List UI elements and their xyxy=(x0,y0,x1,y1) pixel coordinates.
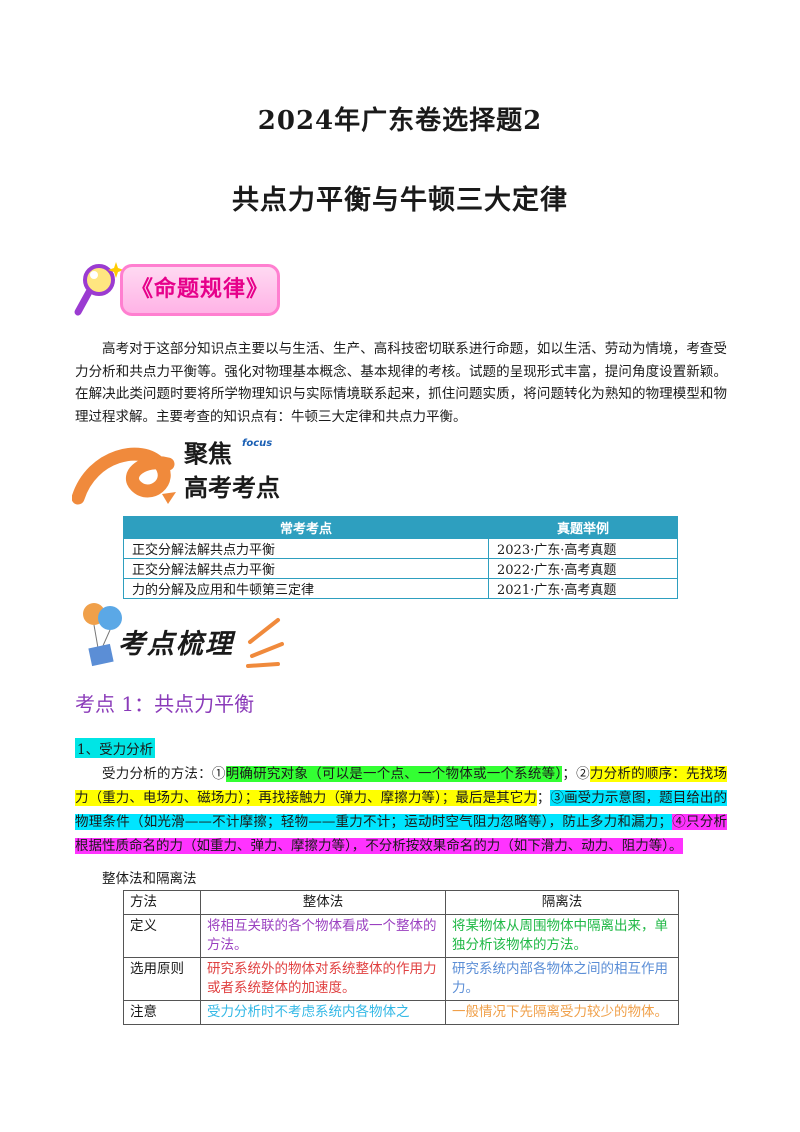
text-run: ； xyxy=(658,814,673,830)
section-heading: 考点 1：共点力平衡 xyxy=(75,692,255,716)
table-row: 力的分解及应用和牛顿第三定律 2021·广东·高考真题 xyxy=(123,578,678,599)
table-cell: 2022·广东·高考真题 xyxy=(488,558,678,579)
banner-focus-line2: 高考考点 xyxy=(184,474,280,502)
swirl-arrow-icon xyxy=(72,447,176,505)
intro-paragraph: 高考对于这部分知识点主要以与生活、生产、高科技密切联系进行命题，如以生活、劳动为… xyxy=(75,341,727,425)
isolation-method-cell: 将某物体从周围物体中隔离出来，单独分析该物体的方法。 xyxy=(445,914,679,958)
banner-rule-label: 《命题规律》 xyxy=(130,277,269,302)
doc-subtitle: 共点力平衡与牛顿三大定律 xyxy=(232,185,568,216)
row-label: 注意 xyxy=(123,1000,201,1025)
table-cell: 2023·广东·高考真题 xyxy=(488,538,678,559)
table-cell: 正交分解法解共点力平衡 xyxy=(123,538,489,559)
table-cell: 正交分解法解共点力平衡 xyxy=(123,558,489,579)
text-run: 受力分析的方法：① xyxy=(102,766,226,782)
table-row: 定义 将相互关联的各个物体看成一个整体的方法。 将某物体从周围物体中隔离出来，单… xyxy=(123,914,679,958)
table-cell: 力的分解及应用和牛顿第三定律 xyxy=(123,578,489,599)
doc-title: 2024年广东卷选择题2 xyxy=(257,106,543,136)
table-row: 正交分解法解共点力平衡 2023·广东·高考真题 xyxy=(123,538,678,559)
key-points-header: 常考考点 xyxy=(123,516,489,539)
banner-rule-box xyxy=(120,264,280,316)
magnifier-icon xyxy=(74,262,124,316)
key-points-header: 真题举例 xyxy=(488,516,678,539)
banner-rule: 《命题规律》 xyxy=(72,258,287,324)
whole-method-cell: 受力分析时不考虑系统内各物体之 xyxy=(200,1000,446,1025)
banner-sort-label: 考点梳理 xyxy=(118,629,234,660)
force-analysis-paragraph: 受力分析的方法：①明确研究对象（可以是一个点、一个物体或一个系统等）；②力分析的… xyxy=(75,762,728,858)
banner-focus-tag: focus xyxy=(242,438,273,449)
banner-sort: 考点梳理 xyxy=(72,600,287,672)
table-cell: 2021·广东·高考真题 xyxy=(488,578,678,599)
sub-heading-force-analysis: 1、受力分析 xyxy=(75,738,156,758)
method-header: 整体法 xyxy=(200,890,446,915)
isolation-method-cell: 研究系统内部各物体之间的相互作用力。 xyxy=(445,957,679,1001)
text-run: ；② xyxy=(562,766,590,782)
table-row: 选用原则 研究系统外的物体对系统整体的作用力或者系统整体的加速度。 研究系统内部… xyxy=(123,957,679,1001)
key-points-table: 常考考点 真题举例 正交分解法解共点力平衡 2023·广东·高考真题 正交分解法… xyxy=(123,516,678,599)
method-header: 方法 xyxy=(123,890,201,915)
key-points-header-row: 常考考点 真题举例 xyxy=(123,516,678,539)
isolation-method-cell: 一般情况下先隔离受力较少的物体。 xyxy=(445,1000,679,1025)
method-header-row: 方法 整体法 隔离法 xyxy=(123,890,679,915)
table-row: 注意 受力分析时不考虑系统内各物体之 一般情况下先隔离受力较少的物体。 xyxy=(123,1000,679,1025)
whole-method-cell: 研究系统外的物体对系统整体的作用力或者系统整体的加速度。 xyxy=(200,957,446,1001)
balloons-icon xyxy=(83,603,284,668)
row-label: 选用原则 xyxy=(123,957,201,1001)
whole-method-cell: 将相互关联的各个物体看成一个整体的方法。 xyxy=(200,914,446,958)
banner-focus-line1: 聚焦 xyxy=(184,440,232,468)
banner-focus: 聚焦 focus 高考考点 xyxy=(72,434,312,512)
row-label: 定义 xyxy=(123,914,201,958)
text-run: ； xyxy=(536,790,551,806)
sub-heading-methods: 整体法和隔离法 xyxy=(102,871,197,887)
table-row: 正交分解法解共点力平衡 2022·广东·高考真题 xyxy=(123,558,678,579)
method-header: 隔离法 xyxy=(445,890,679,915)
method-table: 方法 整体法 隔离法 定义 将相互关联的各个物体看成一个整体的方法。 将某物体从… xyxy=(123,890,679,1025)
highlight-green: 明确研究对象（可以是一个点、一个物体或一个系统等） xyxy=(225,766,563,782)
